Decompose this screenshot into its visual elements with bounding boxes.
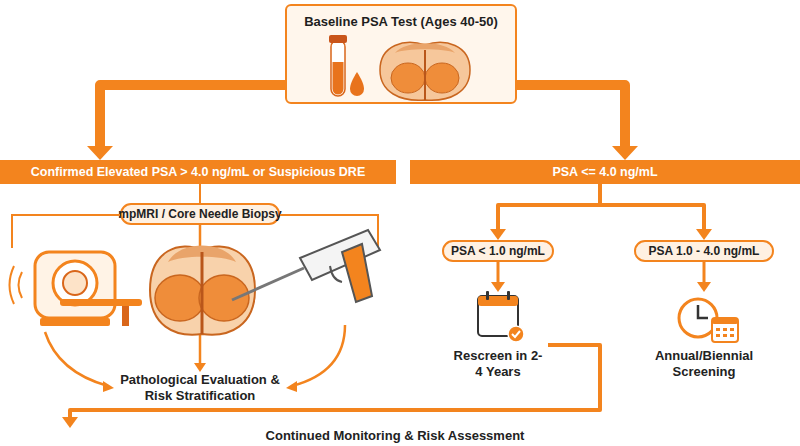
urethra-line (424, 50, 426, 100)
connector (87, 85, 285, 160)
connector (200, 184, 201, 203)
pill-label: PSA 1.0 - 4.0 ng/mL (649, 244, 760, 258)
bladder-base (395, 43, 455, 53)
connector (194, 225, 206, 372)
branch-band: PSA <= 4.0 ng/mL (410, 160, 800, 184)
outcome-label: Pathological Evaluation & Risk Stratific… (115, 372, 285, 403)
connector (490, 184, 600, 240)
connector-line (703, 262, 706, 283)
arrow-head (490, 229, 506, 240)
box-title: Baseline PSA Test (Ages 40-50) (287, 14, 515, 29)
icon-caption: Rescreen in 2-4 Years (452, 348, 544, 379)
check-mark (512, 331, 520, 337)
connector (517, 85, 638, 160)
calendar-cell (730, 328, 734, 331)
connector-line (517, 85, 625, 147)
connector-line (600, 184, 704, 230)
arrow-head (286, 381, 297, 392)
calendar-cell (716, 334, 720, 337)
arrow-head (491, 282, 505, 292)
prostate-lobe (425, 63, 459, 93)
connector (697, 262, 711, 292)
prostate-outline (380, 42, 470, 100)
flow-arrow (45, 332, 108, 386)
calendar-ring (486, 291, 489, 300)
arrow-head (697, 282, 711, 292)
arrow-head (612, 146, 638, 160)
connector (600, 184, 712, 240)
calendar-header (712, 318, 738, 324)
mri-bore-inner (63, 271, 87, 295)
connector-line (498, 184, 600, 230)
mri-bed-leg (122, 306, 129, 326)
pill-label: mpMRI / Core Needle Biopsy (118, 207, 281, 221)
outcome-label: Continued Monitoring & Risk Assessment (50, 428, 740, 444)
calendar-number: 2-4 (478, 309, 518, 323)
arrow-head (87, 146, 113, 160)
mri-scanner (35, 252, 115, 318)
blood-sample (333, 62, 344, 95)
biopsy-gun-grip (342, 244, 372, 302)
connector (491, 262, 505, 292)
band-label: Confirmed Elevated PSA > 4.0 ng/mL or Su… (31, 165, 365, 179)
branch-band: Confirmed Elevated PSA > 4.0 ng/mL or Su… (0, 160, 396, 184)
mri-bed (60, 299, 142, 306)
blood-drop (350, 72, 364, 96)
biopsy-needle (232, 268, 304, 300)
calendar-cell (730, 334, 734, 337)
range-pill: PSA 1.0 - 4.0 ng/mL (634, 240, 774, 262)
biopsy-gun-body (300, 230, 380, 280)
icon-node: 2-4Rescreen in 2-4 Years (448, 292, 548, 384)
arrow-head (696, 229, 712, 240)
mri-bore (53, 261, 97, 305)
icon-caption: Annual/Biennial Screening (649, 348, 759, 379)
arrow-head (103, 381, 114, 392)
group-bracket (280, 215, 378, 248)
calendar-icon (478, 296, 518, 336)
check-badge (508, 326, 524, 342)
connector-line (199, 184, 201, 203)
clock-hands (698, 305, 708, 318)
connector-line (70, 345, 600, 418)
calendar-icon (712, 318, 738, 342)
flow-arrow (292, 325, 345, 386)
clock-icon (679, 299, 717, 337)
icon-node: Annual/Biennial Screening (649, 292, 759, 384)
connector-line (497, 262, 500, 283)
tube-cap (329, 35, 347, 43)
biopsy-gun-trigger (330, 266, 342, 282)
group-bracket (12, 215, 120, 248)
test-tube (331, 40, 345, 96)
urethra-line (201, 252, 204, 334)
outcome-node: Pathological Evaluation & Risk Stratific… (115, 372, 285, 408)
signal-wave (19, 272, 23, 298)
connector-line (100, 85, 285, 147)
prostate-lobe (155, 275, 205, 321)
connector (62, 345, 600, 428)
calendar-header (478, 296, 518, 306)
signal-wave (10, 266, 15, 304)
calendar-cell (723, 334, 727, 337)
calendar-cell (716, 328, 720, 331)
connector-line (199, 225, 202, 364)
mri-base (40, 318, 110, 326)
prostate-outline (150, 246, 255, 334)
arrow-head (62, 417, 78, 428)
arrow-head (194, 363, 206, 372)
start-box: Baseline PSA Test (Ages 40-50) (285, 4, 517, 104)
calendar-ring (507, 291, 510, 300)
step-pill: mpMRI / Core Needle Biopsy (120, 203, 280, 225)
outcome-node: Continued Monitoring & Risk Assessment (50, 428, 740, 446)
bladder-base (168, 246, 236, 263)
prostate-lobe (199, 275, 249, 321)
prostate-lobe (391, 63, 425, 93)
pill-label: PSA < 1.0 ng/mL (451, 244, 545, 258)
calendar-cell (723, 328, 727, 331)
band-label: PSA <= 4.0 ng/mL (552, 165, 657, 179)
range-pill: PSA < 1.0 ng/mL (442, 240, 554, 262)
